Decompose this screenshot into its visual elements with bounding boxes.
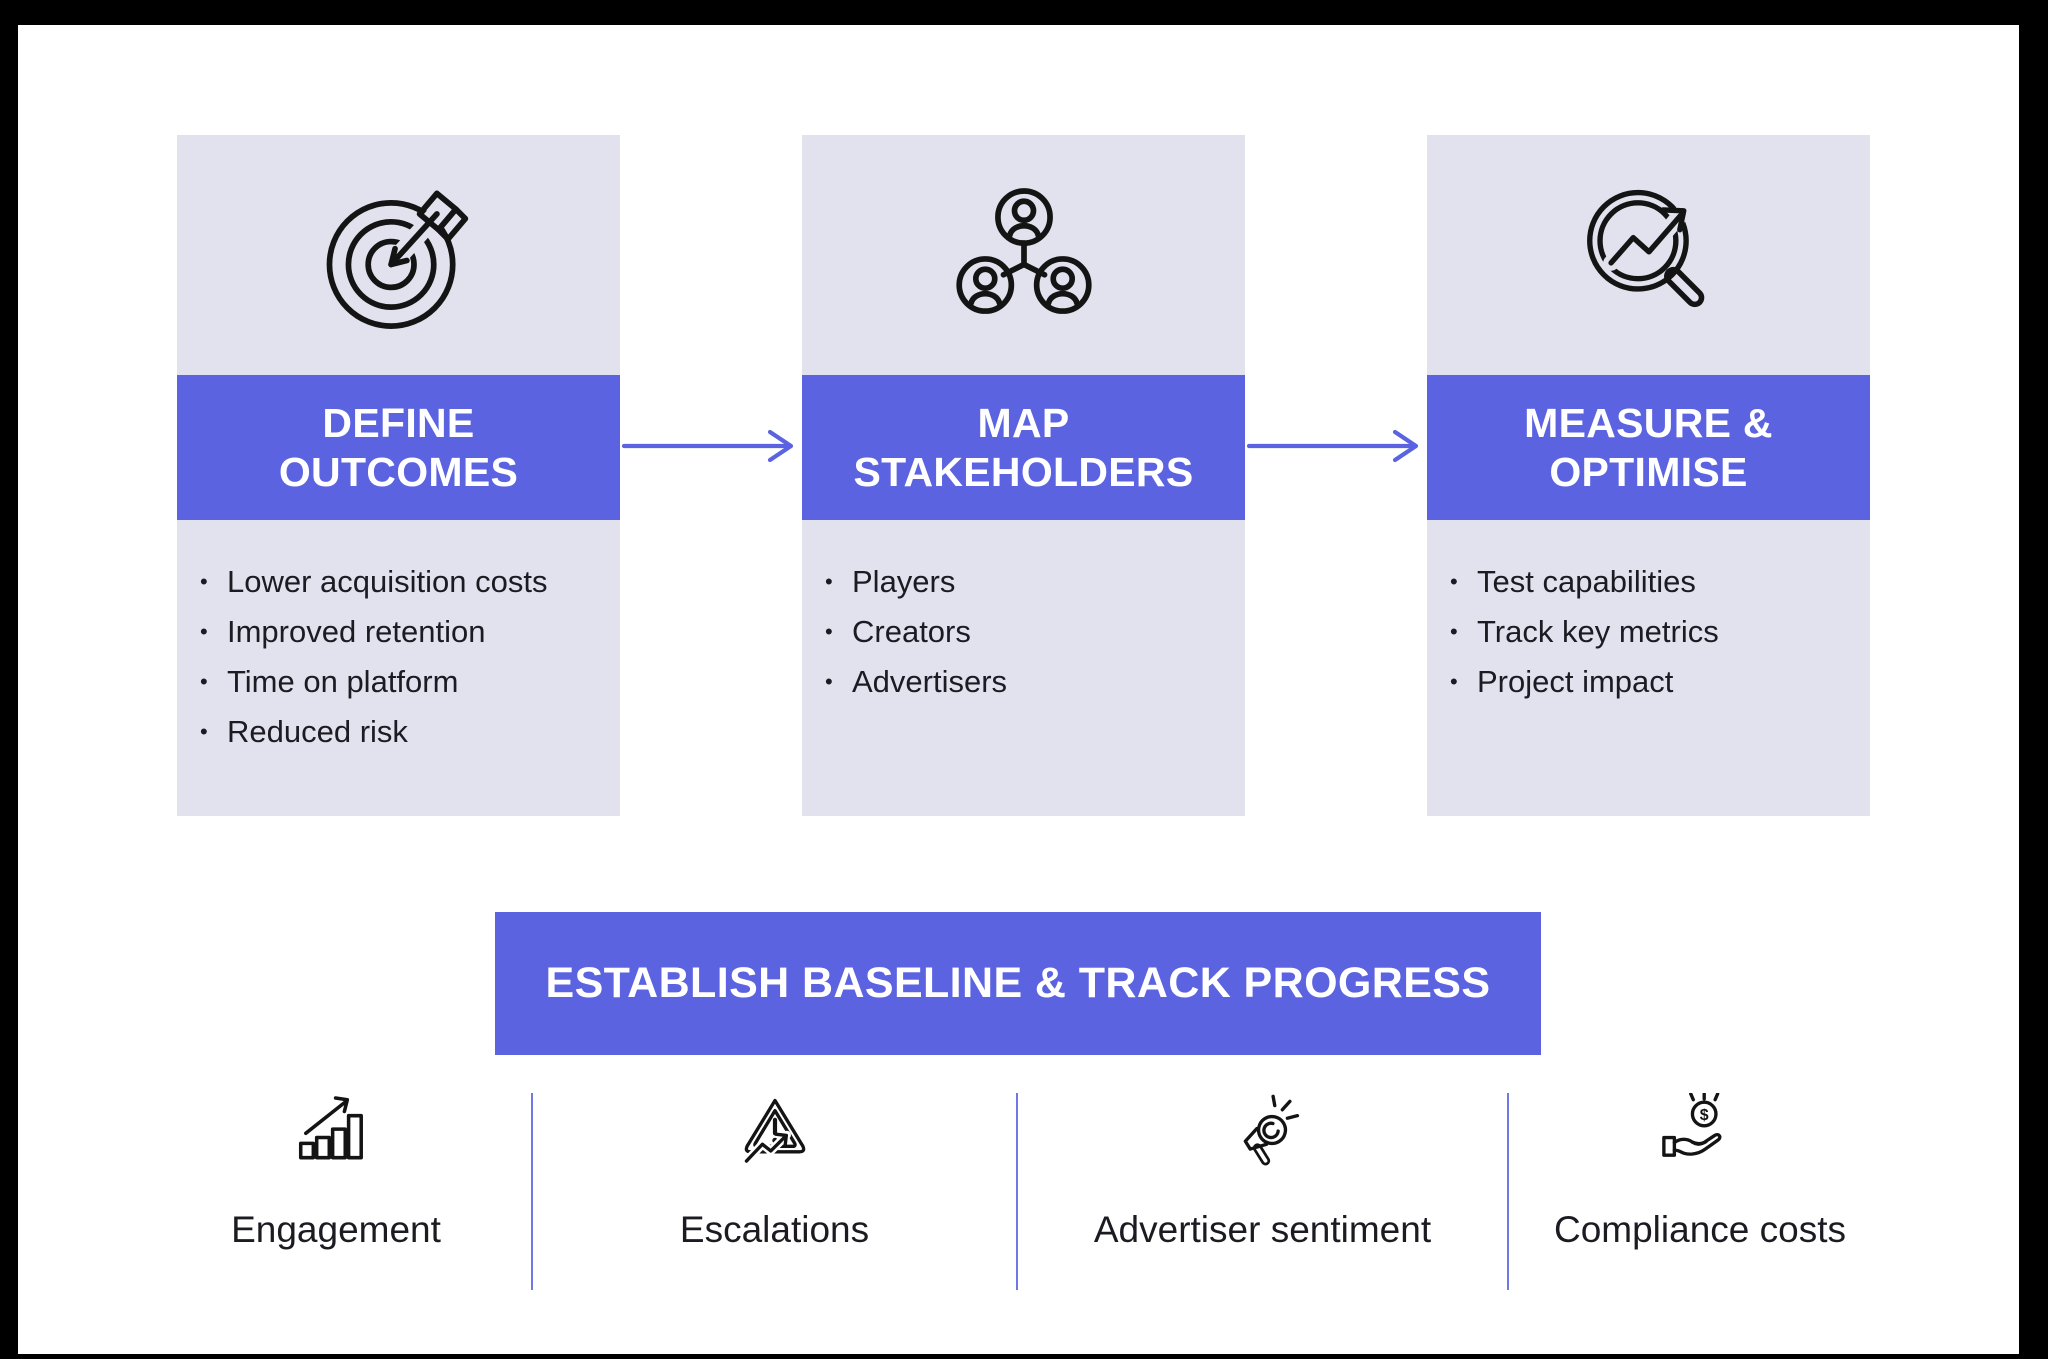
step-panel-map-stakeholders: MAP STAKEHOLDERS Players Creators Advert… bbox=[802, 135, 1245, 816]
bullet-dot bbox=[1447, 566, 1477, 597]
metrics-row: Engagement Escalations bbox=[140, 1088, 1892, 1308]
list-item-label: Track key metrics bbox=[1477, 614, 1719, 649]
bullet-dot bbox=[1447, 616, 1477, 647]
step-title: DEFINE OUTCOMES bbox=[177, 375, 620, 520]
target-dart-icon bbox=[326, 190, 468, 329]
step-title-line: OUTCOMES bbox=[278, 448, 519, 495]
list-item: Improved retention bbox=[197, 616, 606, 647]
step-title-line: DEFINE bbox=[322, 399, 475, 446]
baseline-banner-label: ESTABLISH BASELINE & TRACK PROGRESS bbox=[545, 959, 1491, 1007]
metric-escalations: Escalations bbox=[532, 1088, 1017, 1308]
list-item-label: Advertisers bbox=[852, 664, 1008, 699]
metric-label: Engagement bbox=[231, 1209, 441, 1250]
flow-arrow-icon bbox=[621, 429, 794, 463]
bar-chart-growth-icon bbox=[298, 1096, 363, 1160]
bullet-dot bbox=[197, 566, 227, 597]
step-icon-zone bbox=[802, 135, 1245, 375]
list-item-label: Improved retention bbox=[227, 614, 486, 649]
list-item-label: Creators bbox=[852, 614, 971, 649]
list-item: Track key metrics bbox=[1447, 616, 1856, 647]
list-item: Lower acquisition costs bbox=[197, 566, 606, 597]
step-bullet-list: Test capabilities Track key metrics Proj… bbox=[1427, 520, 1870, 816]
warning-escalation-icon bbox=[741, 1098, 805, 1166]
magnifier-trend-icon bbox=[1586, 189, 1704, 308]
metric-compliance-costs: $ Compliance costs bbox=[1508, 1088, 1892, 1308]
bullet-dot bbox=[197, 666, 227, 697]
bullet-dot bbox=[197, 616, 227, 647]
bullet-dot bbox=[822, 616, 852, 647]
list-item-label: Lower acquisition costs bbox=[227, 564, 548, 599]
list-item: Test capabilities bbox=[1447, 566, 1856, 597]
metric-engagement: Engagement bbox=[140, 1088, 532, 1308]
list-item: Creators bbox=[822, 616, 1231, 647]
metric-divider bbox=[1016, 1093, 1018, 1290]
list-item: Advertisers bbox=[822, 666, 1231, 697]
step-bullet-list: Lower acquisition costs Improved retenti… bbox=[177, 520, 620, 816]
dollar-glyph: $ bbox=[1700, 1107, 1709, 1124]
list-item: Reduced risk bbox=[197, 716, 606, 747]
bullet-dot bbox=[822, 666, 852, 697]
bullet-dot bbox=[1447, 666, 1477, 697]
step-icon-zone bbox=[1427, 135, 1870, 375]
step-bullet-list: Players Creators Advertisers bbox=[802, 520, 1245, 816]
flow-arrow-icon bbox=[1246, 429, 1419, 463]
step-title-line: OPTIMISE bbox=[1549, 448, 1748, 495]
metric-advertiser-sentiment: Advertiser sentiment bbox=[1017, 1088, 1508, 1308]
step-panel-define-outcomes: DEFINE OUTCOMES Lower acquisition costs … bbox=[177, 135, 620, 816]
hand-coin-icon: $ bbox=[1662, 1093, 1722, 1157]
step-title: MEASURE & OPTIMISE bbox=[1427, 375, 1870, 520]
list-item-label: Time on platform bbox=[227, 664, 459, 699]
bullet-dot bbox=[822, 566, 852, 597]
list-item-label: Test capabilities bbox=[1477, 564, 1696, 599]
metric-divider bbox=[1507, 1093, 1509, 1290]
step-title-line: STAKEHOLDERS bbox=[853, 448, 1194, 495]
list-item: Time on platform bbox=[197, 666, 606, 697]
step-title-line: MAP bbox=[977, 399, 1070, 446]
metric-label: Compliance costs bbox=[1553, 1209, 1846, 1250]
list-item-label: Reduced risk bbox=[227, 714, 408, 749]
list-item: Project impact bbox=[1447, 666, 1856, 697]
step-title: MAP STAKEHOLDERS bbox=[802, 375, 1245, 520]
step-title-line: MEASURE & bbox=[1524, 399, 1773, 446]
list-item: Players bbox=[822, 566, 1231, 597]
stakeholder-network-icon bbox=[955, 188, 1092, 314]
baseline-banner: ESTABLISH BASELINE & TRACK PROGRESS bbox=[495, 912, 1541, 1055]
bullet-dot bbox=[197, 716, 227, 747]
step-icon-zone bbox=[177, 135, 620, 375]
metric-label: Escalations bbox=[679, 1209, 870, 1250]
megaphone-icon bbox=[1243, 1094, 1299, 1166]
list-item-label: Project impact bbox=[1477, 664, 1674, 699]
metric-label: Advertiser sentiment bbox=[1093, 1209, 1432, 1250]
metric-divider bbox=[531, 1093, 533, 1290]
step-panel-measure-optimise: MEASURE & OPTIMISE Test capabilities Tra… bbox=[1427, 135, 1870, 816]
list-item-label: Players bbox=[852, 564, 956, 599]
